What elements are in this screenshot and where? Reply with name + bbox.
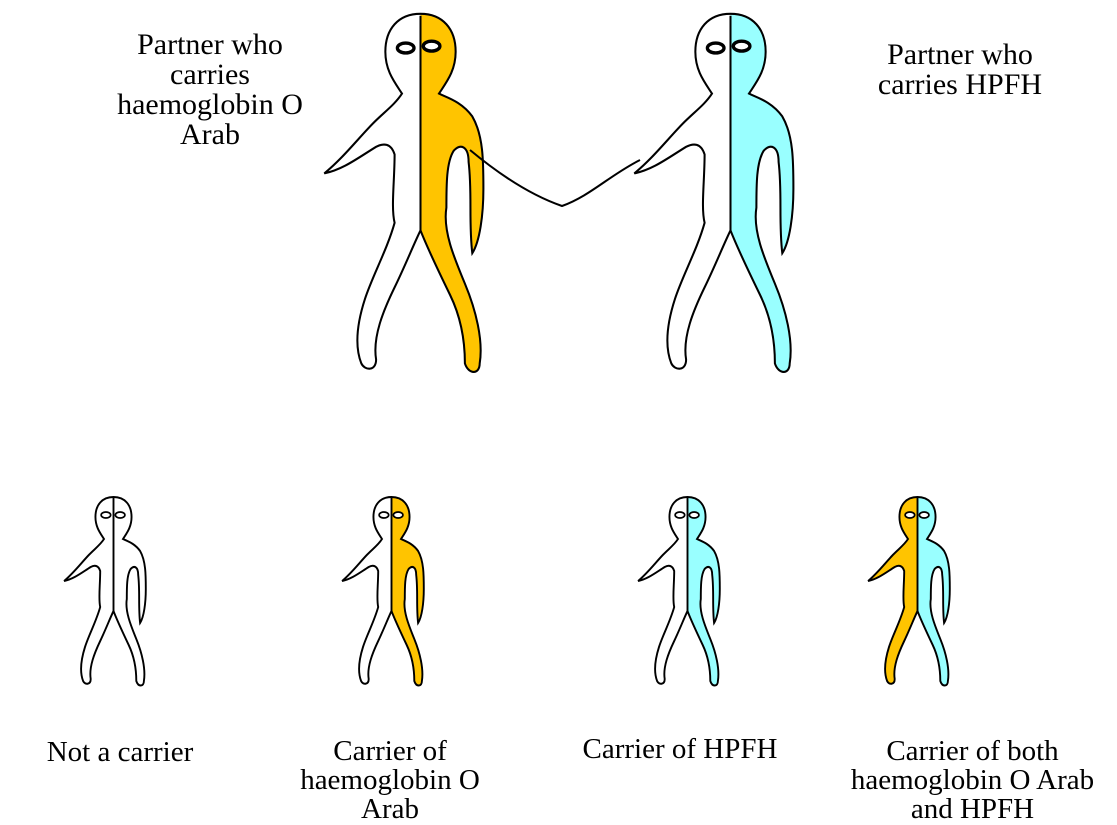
child-4-figure bbox=[868, 497, 950, 686]
holding-hands-connector bbox=[470, 150, 640, 206]
label-line: Arab bbox=[275, 795, 505, 824]
eye-icon bbox=[689, 512, 699, 518]
label-line: carries HPFH bbox=[845, 70, 1075, 100]
eye-icon bbox=[919, 512, 929, 518]
label-line: haemoglobin O bbox=[95, 90, 325, 120]
eye-icon bbox=[733, 41, 750, 51]
label-line: Partner who bbox=[95, 30, 325, 60]
eye-icon bbox=[101, 512, 111, 518]
label-line: and HPFH bbox=[830, 795, 1115, 824]
eye-icon bbox=[707, 43, 724, 53]
parent-left-figure bbox=[324, 14, 483, 372]
label-line: Arab bbox=[95, 120, 325, 150]
label-line: haemoglobin O bbox=[275, 766, 505, 795]
eye-icon bbox=[397, 43, 414, 53]
child-3-label: Carrier of HPFH bbox=[555, 735, 805, 764]
eye-icon bbox=[379, 512, 389, 518]
label-line: Carrier of both bbox=[830, 737, 1115, 766]
child-1-label: Not a carrier bbox=[10, 738, 230, 767]
child-3-figure bbox=[638, 497, 720, 686]
eye-icon bbox=[675, 512, 685, 518]
child-2-figure bbox=[342, 497, 424, 686]
label-line: haemoglobin O Arab bbox=[830, 766, 1115, 795]
label-line: Carrier of HPFH bbox=[555, 735, 805, 764]
eye-icon bbox=[393, 512, 403, 518]
eye-icon bbox=[115, 512, 125, 518]
label-line: Partner who bbox=[845, 40, 1075, 70]
label-line: Not a carrier bbox=[10, 738, 230, 767]
parent-right-label: Partner who carries HPFH bbox=[845, 40, 1075, 100]
label-line: Carrier of bbox=[275, 737, 505, 766]
label-line: carries bbox=[95, 60, 325, 90]
parent-right-figure bbox=[634, 14, 793, 372]
eye-icon bbox=[423, 41, 440, 51]
child-4-label: Carrier of both haemoglobin O Arab and H… bbox=[830, 737, 1115, 824]
child-1-figure bbox=[64, 497, 146, 686]
child-2-label: Carrier of haemoglobin O Arab bbox=[275, 737, 505, 824]
parent-left-label: Partner who carries haemoglobin O Arab bbox=[95, 30, 325, 150]
eye-icon bbox=[905, 512, 915, 518]
